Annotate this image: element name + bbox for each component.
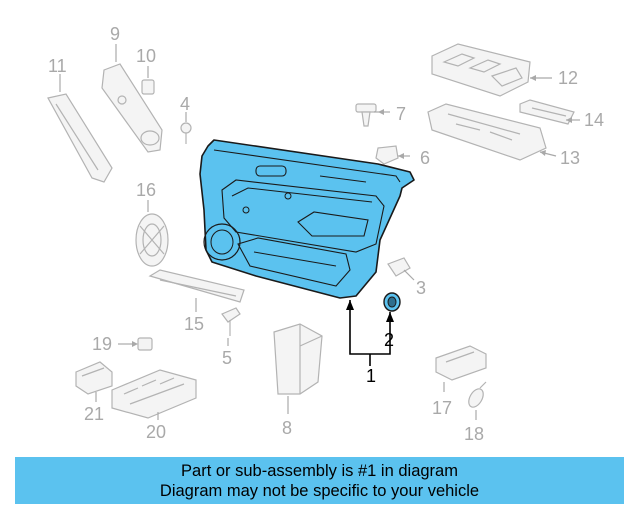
leader-lines-active xyxy=(346,300,394,366)
label-part-1: 1 xyxy=(366,366,376,386)
label-part-4: 4 xyxy=(180,94,190,114)
part-17-switch xyxy=(435,345,487,392)
part-13-switch-panel xyxy=(427,103,557,161)
part-15-trim-strip xyxy=(148,269,245,312)
label-part-11: 11 xyxy=(48,56,67,76)
info-banner: Part or sub-assembly is #1 in diagram Di… xyxy=(15,457,624,504)
part-20-switch-assembly xyxy=(111,369,197,420)
part-1-door-trim-panel xyxy=(199,139,415,299)
part-16-speaker xyxy=(135,200,169,267)
banner-line-disclaimer: Diagram may not be specific to your vehi… xyxy=(159,481,480,500)
label-part-18: 18 xyxy=(464,424,484,444)
label-part-5: 5 xyxy=(222,348,232,368)
label-part-9: 9 xyxy=(110,24,120,44)
label-part-12: 12 xyxy=(558,68,578,88)
part-3-clip xyxy=(387,257,415,281)
part-14-trim-piece xyxy=(519,99,580,125)
part-12-switch-bezel xyxy=(431,43,552,97)
label-part-8: 8 xyxy=(282,418,292,438)
label-part-7: 7 xyxy=(396,104,406,124)
part-6-fastener xyxy=(375,145,410,165)
label-part-17: 17 xyxy=(432,398,452,418)
part-19-clip xyxy=(118,337,153,351)
banner-line-part-number: Part or sub-assembly is #1 in diagram xyxy=(181,461,458,480)
part-5-screw xyxy=(221,307,241,346)
part-10-clip xyxy=(141,66,155,95)
part-2-grommet xyxy=(383,292,401,312)
part-18-bulb xyxy=(468,381,487,420)
parts-diagram: 1 2 3 4 5 6 7 8 9 10 11 12 13 14 15 16 1… xyxy=(47,24,604,444)
part-4-screw xyxy=(180,112,192,144)
part-7-fastener xyxy=(355,103,390,127)
label-part-14: 14 xyxy=(584,110,604,130)
label-part-20: 20 xyxy=(146,422,166,442)
label-part-2: 2 xyxy=(384,330,394,350)
label-part-15: 15 xyxy=(184,314,204,334)
part-21-switch xyxy=(75,361,113,402)
label-part-19: 19 xyxy=(92,334,112,354)
label-part-10: 10 xyxy=(136,46,156,66)
label-part-3: 3 xyxy=(416,278,426,298)
label-part-13: 13 xyxy=(560,148,580,168)
part-9-handle-bracket xyxy=(101,44,163,153)
part-8-door-pocket xyxy=(273,323,323,414)
label-part-16: 16 xyxy=(136,180,156,200)
label-part-6: 6 xyxy=(420,148,430,168)
label-part-21: 21 xyxy=(84,404,104,424)
part-11-pull-handle xyxy=(47,74,113,183)
